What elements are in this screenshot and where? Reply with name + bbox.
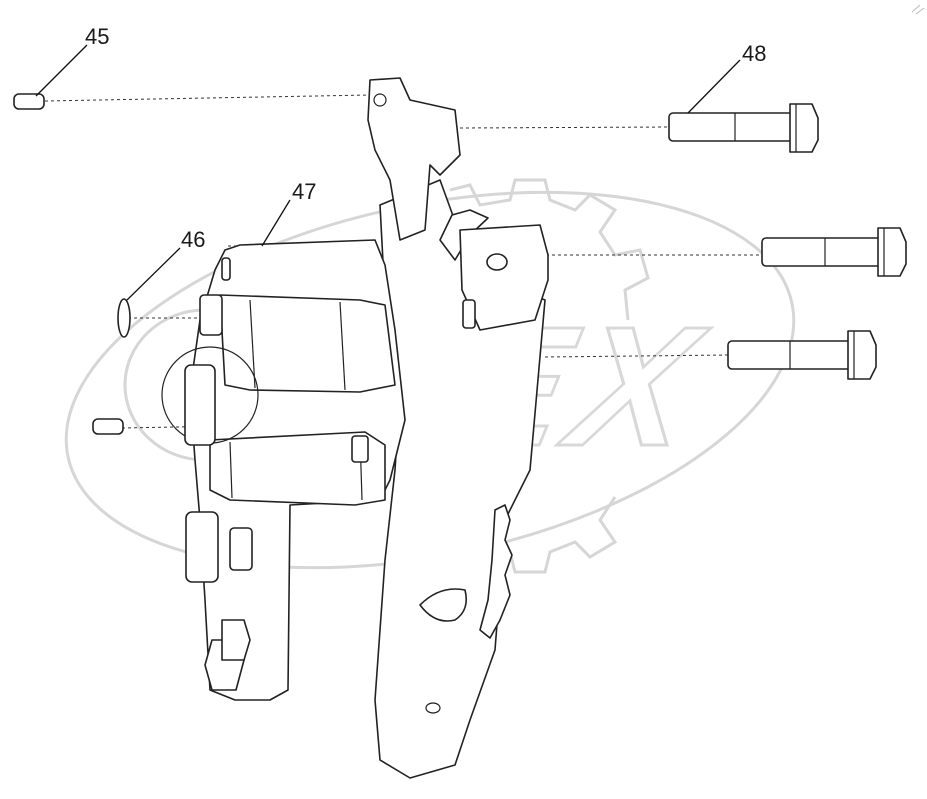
pin-47 — [221, 257, 231, 281]
callout-46: 46 — [126, 227, 205, 301]
bolt-lower — [727, 330, 877, 380]
callout-47: 47 — [261, 179, 316, 247]
pump-assembly — [161, 77, 549, 779]
callouts: 45 46 47 48 — [35, 24, 766, 301]
bolt-48 — [668, 103, 819, 153]
drive-gear — [479, 504, 513, 639]
upper-boss — [459, 224, 549, 331]
dowel-lower — [92, 418, 124, 435]
callout-label-46: 46 — [181, 227, 205, 252]
dowel-45 — [13, 93, 45, 110]
upper-mounting-ear — [367, 77, 461, 241]
callout-45: 45 — [35, 24, 109, 97]
callout-48: 48 — [687, 41, 766, 114]
corner-mark — [911, 4, 925, 15]
callout-label-47: 47 — [292, 179, 316, 204]
callout-label-45: 45 — [85, 24, 109, 49]
gear-housing-upper — [219, 294, 396, 393]
alignment-lines — [44, 94, 760, 429]
pin-46 — [117, 298, 131, 338]
pickup-opening — [419, 588, 468, 622]
bolt-middle — [761, 227, 907, 277]
callout-label-48: 48 — [742, 41, 766, 66]
gear-housing-lower — [209, 431, 386, 506]
loose-parts — [13, 93, 907, 435]
